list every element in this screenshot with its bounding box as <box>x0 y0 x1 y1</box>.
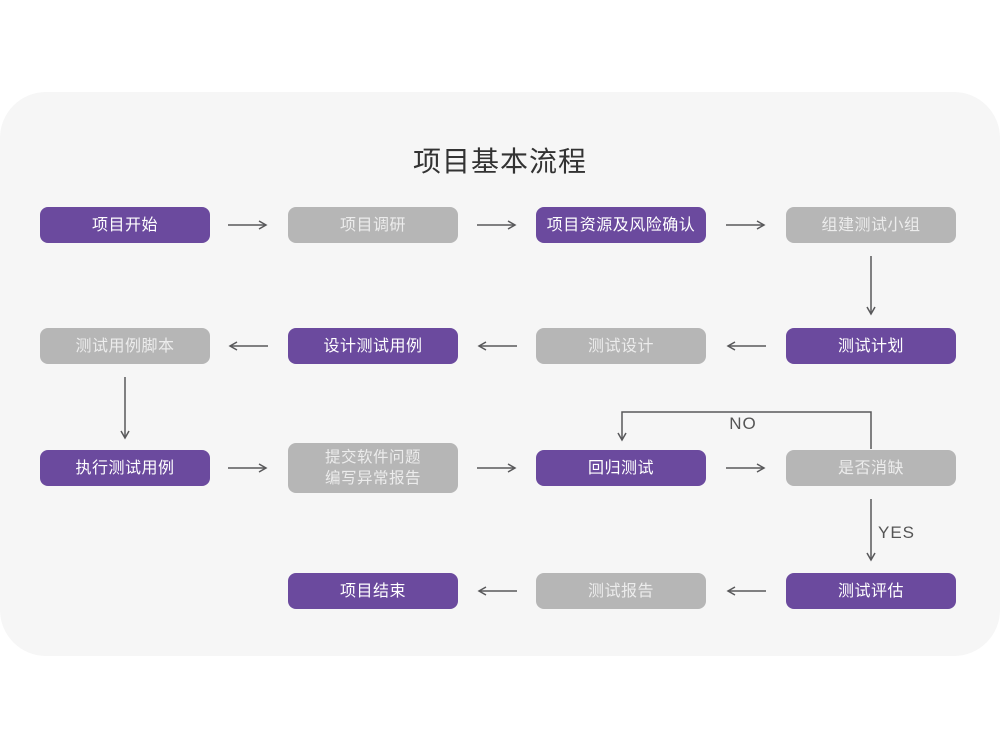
node-project-research: 项目调研 <box>288 207 458 243</box>
node-project-start: 项目开始 <box>40 207 210 243</box>
edge-label-no: NO <box>729 414 757 433</box>
node-test-report: 测试报告 <box>536 573 706 609</box>
edge-label-yes: YES <box>878 523 916 542</box>
flowchart-card <box>0 92 1000 656</box>
chart-title: 项目基本流程 <box>412 146 587 177</box>
node-execute-test-case: 执行测试用例 <box>40 450 210 486</box>
node-test-case-script: 测试用例脚本 <box>40 328 210 364</box>
node-project-end: 项目结束 <box>288 573 458 609</box>
node-defect-cleared: 是否消缺 <box>786 450 956 486</box>
node-test-evaluate: 测试评估 <box>786 573 956 609</box>
node-resources-risk-confirm: 项目资源及风险确认 <box>536 207 706 243</box>
node-form-test-team: 组建测试小组 <box>786 207 956 243</box>
node-design-test-case: 设计测试用例 <box>288 328 458 364</box>
node-submit-issue-report: 提交软件问题 编写异常报告 <box>288 443 458 493</box>
node-test-plan: 测试计划 <box>786 328 956 364</box>
node-regression-test: 回归测试 <box>536 450 706 486</box>
node-test-design: 测试设计 <box>536 328 706 364</box>
